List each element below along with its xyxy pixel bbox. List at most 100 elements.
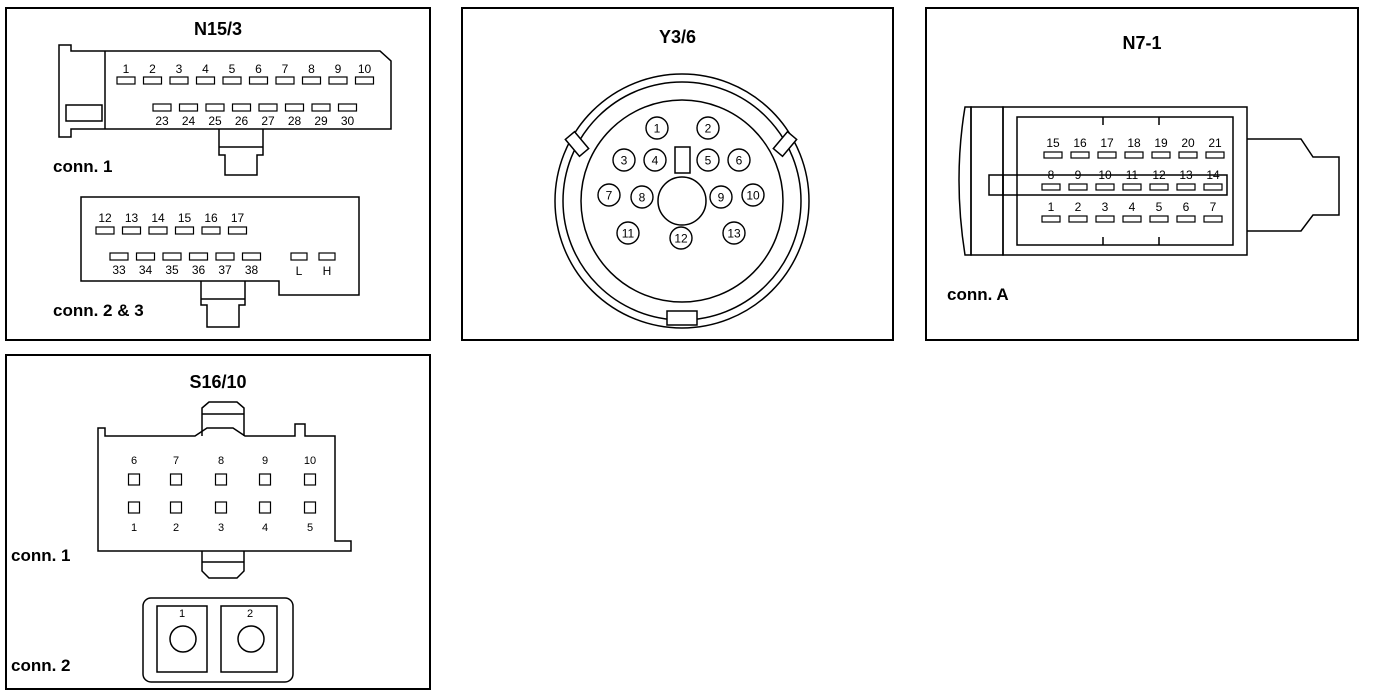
pin-label: 17 bbox=[1100, 136, 1114, 150]
pin-label: 11 bbox=[622, 227, 635, 241]
pin-label: 12 bbox=[1152, 168, 1166, 182]
pin-label: 25 bbox=[208, 114, 222, 128]
pin-label: 7 bbox=[173, 455, 179, 467]
pin-slot bbox=[109, 252, 129, 261]
pin-slot bbox=[174, 226, 195, 235]
pin-label: 1 bbox=[1048, 200, 1055, 214]
pin-label: 3 bbox=[621, 154, 628, 168]
pin-slot bbox=[1068, 215, 1088, 223]
pin-label: 13 bbox=[727, 227, 741, 241]
pin-slot bbox=[178, 103, 199, 112]
pin-slot bbox=[169, 473, 183, 486]
conn1-label: conn. 1 bbox=[11, 546, 71, 565]
center-hole bbox=[657, 176, 707, 226]
pin-slot bbox=[303, 473, 317, 486]
n7-1-cable-boot bbox=[1247, 138, 1340, 232]
pin-label: 5 bbox=[229, 62, 236, 76]
pin-label: 9 bbox=[1075, 168, 1082, 182]
conn1-latch bbox=[65, 104, 103, 122]
pin-slot bbox=[1095, 215, 1115, 223]
pin-slot bbox=[116, 76, 136, 85]
pin-label: 9 bbox=[718, 191, 725, 205]
outer-ring bbox=[554, 73, 810, 329]
pin-label: 6 bbox=[1183, 200, 1190, 214]
pin-circle bbox=[630, 185, 654, 209]
pin-slot bbox=[258, 103, 278, 112]
pin-label: 13 bbox=[1179, 168, 1193, 182]
pin-label: 6 bbox=[736, 154, 743, 168]
pin-circle bbox=[612, 148, 636, 172]
pin-label: 30 bbox=[341, 114, 355, 128]
pin-slot bbox=[1041, 183, 1061, 191]
pin-label: 1 bbox=[123, 62, 130, 76]
pin-label: 1 bbox=[179, 608, 185, 620]
pin-label: 36 bbox=[192, 263, 206, 277]
pin-label: 7 bbox=[282, 62, 289, 76]
pin-label: 2 bbox=[247, 608, 253, 620]
pin-slot bbox=[169, 501, 183, 514]
pin-label: 27 bbox=[261, 114, 275, 128]
pin-slot bbox=[231, 103, 252, 112]
pin-slot bbox=[318, 252, 336, 261]
pin-label: 6 bbox=[255, 62, 262, 76]
pin-slot bbox=[195, 76, 216, 85]
pin-circle bbox=[616, 221, 640, 245]
pin-label: 15 bbox=[1046, 136, 1060, 150]
pin-label: 10 bbox=[1098, 168, 1112, 182]
pin-label: 10 bbox=[358, 62, 372, 76]
pin-circle bbox=[727, 148, 751, 172]
pin-label: 20 bbox=[1181, 136, 1195, 150]
pin-label: 18 bbox=[1127, 136, 1141, 150]
pin-slot bbox=[127, 473, 141, 486]
pin-label: 34 bbox=[139, 263, 153, 277]
pin-circle bbox=[696, 148, 720, 172]
pin-slot bbox=[169, 76, 189, 85]
pin-label: 9 bbox=[262, 455, 268, 467]
pin-slot bbox=[135, 252, 156, 261]
conn1-cable-exit bbox=[218, 129, 264, 176]
s16-bottom-latch bbox=[201, 551, 245, 579]
pin-label: 35 bbox=[165, 263, 179, 277]
pin-label: 3 bbox=[176, 62, 183, 76]
pin-label: 2 bbox=[705, 122, 712, 136]
pin-slot bbox=[142, 76, 163, 85]
conn-a-label: conn. A bbox=[947, 285, 1009, 304]
pin-slot bbox=[311, 103, 331, 112]
pin-slot bbox=[227, 226, 248, 235]
pin-label: 8 bbox=[218, 455, 224, 467]
key-tab bbox=[666, 310, 698, 326]
pin-slot bbox=[1041, 215, 1061, 223]
pin-slot bbox=[248, 76, 269, 85]
conn23-housing bbox=[80, 196, 360, 296]
s16-conn2-housing bbox=[142, 597, 294, 683]
pin-label: 3 bbox=[1102, 200, 1109, 214]
pin-label: 7 bbox=[606, 189, 613, 203]
pin-label: 14 bbox=[151, 211, 165, 225]
pin-label: 1 bbox=[654, 122, 661, 136]
conn23-label: conn. 2 & 3 bbox=[53, 301, 144, 320]
inner-face bbox=[580, 99, 784, 303]
pin-label: 5 bbox=[1156, 200, 1163, 214]
pin-slot bbox=[1205, 151, 1225, 159]
pin-slot bbox=[1070, 151, 1090, 159]
pin-slot bbox=[162, 252, 182, 261]
pin-label: 29 bbox=[314, 114, 328, 128]
pin-label: 2 bbox=[173, 522, 179, 534]
pin-circle bbox=[597, 183, 621, 207]
pin-slot bbox=[258, 501, 272, 514]
conn1-housing bbox=[58, 44, 392, 138]
pin-label: 38 bbox=[245, 263, 259, 277]
pin-slot bbox=[303, 501, 317, 514]
pin-label: 4 bbox=[1129, 200, 1136, 214]
pin-label: 5 bbox=[705, 154, 712, 168]
pin-slot bbox=[1149, 215, 1169, 223]
s16-housing bbox=[97, 423, 352, 552]
pin-slot bbox=[148, 226, 168, 235]
pin-label: 11 bbox=[1126, 168, 1139, 182]
